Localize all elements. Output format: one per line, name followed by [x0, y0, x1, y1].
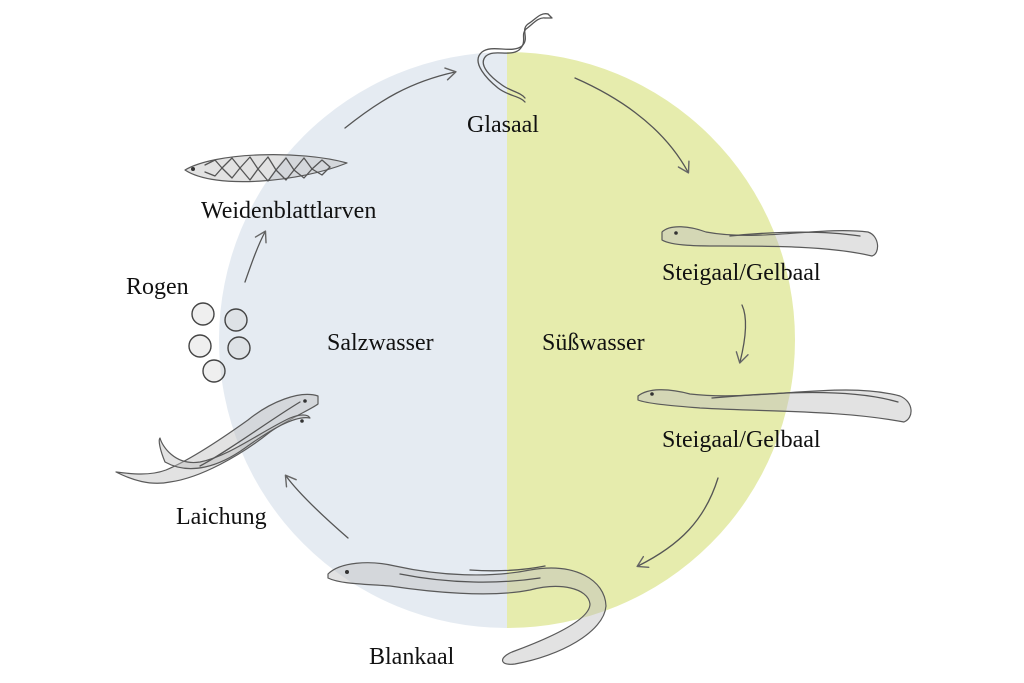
egg-icon — [227, 336, 251, 360]
glass-eel-icon — [477, 13, 553, 103]
leptocephalus-larva-icon — [184, 154, 348, 183]
eggs-icon — [188, 302, 251, 383]
egg-icon — [188, 334, 212, 358]
stage-label-blankaal: Blankaal — [369, 644, 455, 670]
stage-label-weidenblattlarven: Weidenblattlarven — [201, 198, 376, 224]
arrow-larva-to-glasaal — [344, 67, 457, 129]
arrow-blankaal-to-laichung — [284, 474, 349, 539]
egg-icon — [191, 302, 215, 326]
arrow-glasaal-to-steigaal — [574, 77, 690, 174]
stage-label-rogen: Rogen — [126, 274, 189, 300]
stage-label-glasaal: Glasaal — [467, 112, 539, 138]
arrow-steigaal-to-blankaal — [636, 477, 719, 569]
cycle-arrows — [244, 67, 749, 569]
egg-icon — [224, 308, 248, 332]
stage-label-steigaal-2: Steigaal/Gelbaal — [662, 427, 821, 453]
yellow-eel-icon-2 — [637, 389, 912, 423]
egg-icon — [202, 359, 226, 383]
arrow-rogen-to-larva — [244, 230, 267, 283]
stage-label-laichung: Laichung — [176, 504, 267, 530]
stage-label-steigaal-1: Steigaal/Gelbaal — [662, 260, 821, 286]
yellow-eel-icon — [661, 226, 879, 257]
fresh-water-label: Süßwasser — [542, 330, 645, 356]
spawning-eels-icon — [115, 393, 319, 484]
fresh-water-region — [507, 52, 795, 628]
arrow-steigaal-to-steigaal — [735, 304, 749, 364]
salt-water-label: Salzwasser — [327, 330, 434, 356]
silver-eel-icon — [327, 562, 607, 665]
